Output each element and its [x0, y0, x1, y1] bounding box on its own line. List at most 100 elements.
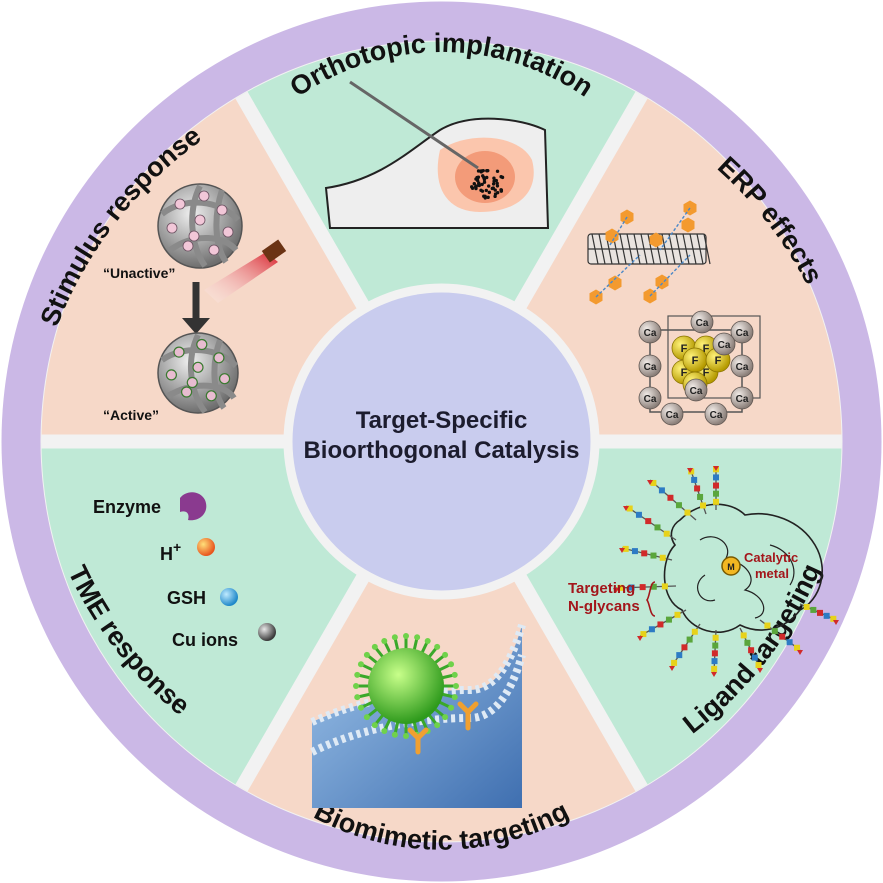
cell-dot: [475, 178, 480, 183]
glycan-sugar: [684, 509, 691, 516]
glycan-sugar: [700, 502, 707, 509]
cell-dot: [487, 184, 491, 188]
drug-hexagon: [608, 275, 622, 291]
glycan-sugar: [640, 631, 647, 638]
glycan-sugar: [659, 554, 666, 561]
glycan-sugar: [748, 647, 755, 654]
glycan-sugar: [671, 659, 678, 666]
glycan-sugar: [626, 505, 633, 512]
virus-spike-tip: [448, 661, 455, 668]
cell-dot: [493, 188, 497, 192]
orthotopic-illustration: [324, 80, 550, 229]
sialic-acid: [613, 588, 619, 593]
catalytic-label: Catalytic: [744, 550, 798, 565]
cell-dot: [495, 169, 500, 174]
glycan-sugar: [755, 662, 762, 669]
cell-dot: [487, 190, 492, 195]
unactive-label: “Unactive”: [103, 265, 175, 281]
enzyme-icon: [180, 492, 207, 521]
calcium-atom: [730, 386, 754, 410]
active-label: “Active”: [103, 407, 159, 423]
cage-particle: [194, 214, 206, 226]
virus-spike-tip: [391, 731, 398, 738]
cage-particle: [186, 376, 198, 389]
cage-particle: [196, 338, 208, 351]
glycan-sugar: [676, 652, 683, 659]
gsh-icon: [220, 588, 238, 606]
cage-particle: [192, 361, 204, 373]
laser-head-icon: [261, 239, 287, 263]
cell-dot: [480, 189, 485, 193]
glycan-sugar: [779, 633, 786, 640]
cage-particle: [213, 352, 225, 364]
glycan-sugar: [691, 628, 698, 635]
virus-spike-tip: [403, 733, 409, 739]
calcium-symbol: Ca: [644, 394, 657, 405]
sialic-acid: [833, 620, 839, 625]
cell-dot: [481, 168, 485, 173]
calcium-atom: [730, 320, 754, 344]
receptor-icon-1: [407, 727, 429, 755]
cage-particle: [165, 369, 177, 381]
virus-spike-tip: [381, 728, 388, 735]
sialic-acid: [711, 672, 717, 677]
calcium-symbol: Ca: [718, 340, 731, 351]
virus-spike-tip: [391, 634, 398, 641]
cell-dot: [485, 175, 489, 180]
glycan-sugar: [803, 603, 810, 610]
virus-body: [368, 648, 444, 724]
virus-spike-tip: [442, 714, 449, 721]
metal-label: metal: [755, 566, 789, 581]
tme-cu-label: Cu ions: [172, 630, 238, 650]
cu-ion-icon: [258, 623, 276, 641]
cell-dot: [474, 184, 478, 188]
cell-dot: [470, 185, 474, 189]
cage-particle: [205, 390, 217, 402]
virus-spike-tip: [371, 722, 378, 729]
calcium-atom: [730, 354, 754, 378]
glycan-sugar: [622, 545, 629, 552]
drug-tether: [595, 254, 641, 298]
glycan-sugar: [688, 468, 695, 475]
fluoride-symbol: F: [703, 367, 710, 379]
cell-dot: [476, 169, 481, 173]
calcium-symbol: Ca: [736, 394, 749, 405]
glycan-sugar: [823, 612, 830, 619]
virus-spike-tip: [434, 643, 441, 650]
cage-particle: [166, 222, 178, 234]
glycan-sugar: [661, 583, 668, 590]
glycan-sugar: [628, 584, 635, 591]
tme-items: Enzyme H+ GSH Cu ions: [93, 492, 276, 650]
glycan-sugar: [694, 485, 701, 492]
fluoride-symbol: F: [715, 355, 722, 367]
cell-dot: [481, 174, 485, 178]
calcium-symbol: Ca: [690, 386, 703, 397]
glycan-sugar: [830, 615, 837, 622]
sialic-acid: [623, 506, 629, 511]
virus-spike-tip: [451, 694, 458, 701]
virus-spike-tip: [354, 671, 361, 678]
glycan-sugar: [635, 511, 642, 518]
glycan-sugar: [667, 494, 674, 501]
tme-enzyme-label: Enzyme: [93, 497, 161, 517]
nglycans-label: N-glycans: [568, 598, 640, 615]
virus-spike-tip: [354, 694, 361, 701]
glycan-sugar: [764, 622, 771, 629]
virus-spike-tip: [357, 704, 364, 711]
glycan-sugar: [645, 518, 652, 525]
calcium-symbol: Ca: [696, 318, 709, 329]
virus-spike-tip: [453, 683, 459, 689]
glycan-sugar: [665, 616, 672, 623]
drug-hexagon-icons: [589, 200, 697, 305]
drug-hexagon: [605, 228, 619, 244]
sialic-acid: [619, 548, 625, 553]
protein-outline-icon: [663, 503, 823, 634]
fluoride-symbol: F: [703, 343, 710, 355]
virus-spike-tip: [357, 661, 364, 668]
calcium-symbol: Ca: [736, 362, 749, 373]
active-cage-particles: [165, 338, 231, 402]
sialic-acid: [797, 650, 803, 655]
glycan-sugar: [697, 493, 704, 500]
glycan-sugar: [810, 606, 817, 613]
